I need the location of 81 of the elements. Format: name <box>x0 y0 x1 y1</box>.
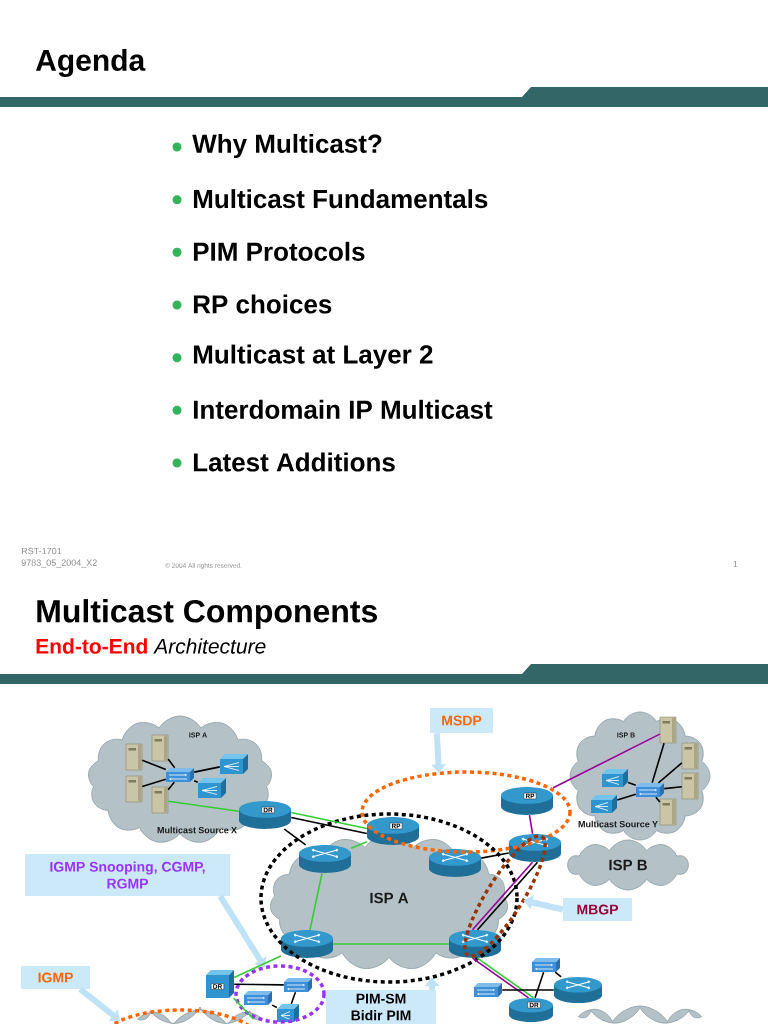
server-icon <box>681 772 699 800</box>
link-line <box>655 796 661 803</box>
switch-icon <box>166 768 194 782</box>
link-line <box>193 779 199 784</box>
link-line <box>627 781 637 786</box>
link-line <box>271 1004 278 1009</box>
link-line <box>290 991 297 1005</box>
network-cloud <box>137 1006 263 1024</box>
link-line <box>141 778 167 788</box>
link-line <box>233 955 282 979</box>
link-line <box>554 971 562 978</box>
multilayer-switch-icon <box>198 778 226 798</box>
bullet-text: Why Multicast? <box>192 133 382 159</box>
switch-icon <box>244 991 272 1005</box>
link-line <box>350 841 368 850</box>
server-icon <box>151 786 169 814</box>
router-icon <box>449 930 501 958</box>
subtitle-text: Architecture <box>153 638 266 654</box>
slide-title: Agenda <box>35 48 146 78</box>
switch-icon <box>474 983 502 997</box>
link-line <box>657 762 683 784</box>
server-icon <box>151 734 169 762</box>
bullet-text: RP choices <box>193 294 332 314</box>
link-line <box>167 781 176 791</box>
switch-icon <box>636 783 664 797</box>
multilayer-switch-icon <box>591 795 617 813</box>
link-line <box>534 971 545 999</box>
link-line <box>663 786 683 790</box>
server-icon <box>125 743 143 771</box>
callout-box: IGMP Snooping, CGMP, RGMP <box>25 854 230 896</box>
link-line <box>233 983 285 986</box>
bullet-text: Multicast Fundamentals <box>193 189 488 209</box>
callout-box: PIM-SM Bidir PIM <box>326 990 436 1024</box>
server-icon <box>659 716 677 744</box>
link-line <box>651 742 665 784</box>
cloud-label: ISP B <box>609 859 647 871</box>
bullet-text: Multicast at Layer 2 <box>193 344 433 369</box>
router-icon <box>299 845 351 873</box>
callout-box: MBGP <box>563 898 632 921</box>
bullet-text: Interdomain IP Multicast <box>193 399 493 419</box>
server-icon <box>125 775 143 803</box>
link-line <box>616 793 637 801</box>
router-icon <box>429 849 481 877</box>
link-line <box>193 766 221 773</box>
page-number: 1 <box>733 560 738 568</box>
router-icon <box>281 930 333 958</box>
callout-arrow <box>217 894 267 968</box>
link-line <box>141 759 167 771</box>
switch-icon <box>532 958 560 972</box>
footer-text: 9783_05_2004_X2 <box>21 559 97 568</box>
callout-box: MSDP <box>430 708 493 733</box>
server-icon <box>681 742 699 770</box>
source-label: Multicast Source X <box>157 826 237 834</box>
link-line <box>232 997 255 1020</box>
slide-title: Multicast Components <box>37 599 377 629</box>
switch-icon <box>284 978 312 992</box>
link-line <box>480 852 510 859</box>
link-line <box>167 758 176 769</box>
cloud-label: ISP A <box>370 892 409 904</box>
link-line <box>332 943 450 945</box>
multilayer-switch-icon <box>277 1004 299 1022</box>
footer-text: RST-1701 <box>21 547 62 555</box>
source-label: Multicast Source Y <box>578 820 658 828</box>
multilayer-switch-icon <box>220 754 248 774</box>
link-line <box>501 989 555 991</box>
link-line <box>283 828 307 846</box>
link-line <box>309 872 323 931</box>
bullet-text: PIM Protocols <box>193 241 365 261</box>
subtitle-text: End-to-End <box>36 638 147 654</box>
link-line <box>167 800 240 813</box>
router-icon <box>509 834 561 862</box>
link-line <box>528 814 534 835</box>
callout-box: IGMP <box>21 966 90 989</box>
bullet-text: Latest Additions <box>193 452 395 472</box>
network-cloud <box>578 1005 702 1024</box>
link-line <box>290 816 368 835</box>
link-line <box>290 811 368 830</box>
link-line <box>552 733 661 789</box>
server-icon <box>659 798 677 826</box>
router-icon <box>554 977 602 1003</box>
multilayer-switch-icon <box>602 769 628 787</box>
